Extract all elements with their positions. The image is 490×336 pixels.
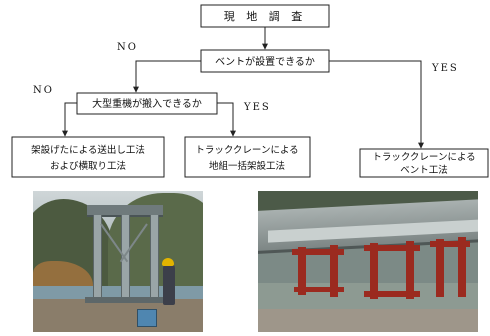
site-sign: [137, 309, 157, 327]
truck-crane-girder-erection-photo: [258, 191, 478, 332]
red-bent-beam: [364, 245, 420, 251]
node-method-bent-line2: ベント工法: [400, 164, 448, 176]
node-bent-box: [200, 49, 330, 73]
flowchart: 現 地 調 査 ベントが設置できるか 大型重機が搬入できるか 架設げたによる送出…: [11, 4, 489, 178]
red-bent-base: [294, 287, 344, 292]
node-machine-box: [76, 92, 218, 115]
photo-gravel: [258, 309, 478, 332]
node-bent-label: ベントが設置できるか: [215, 55, 315, 68]
red-bent-column: [458, 237, 466, 297]
photo-ground: [33, 299, 203, 332]
node-method-ground-line2: 地組一括架設工法: [209, 160, 285, 172]
node-survey-label: 現 地 調 査: [224, 9, 307, 23]
red-bent-base: [364, 291, 420, 297]
node-method-ground-line1: トラッククレーンによる: [195, 145, 298, 156]
red-bent-beam: [292, 249, 344, 255]
edge-bent-yes: [329, 60, 424, 149]
flow-edges: [62, 27, 424, 149]
edge-bent-no: [133, 60, 201, 93]
frame-column: [150, 215, 159, 299]
frame-base: [85, 297, 165, 303]
red-bent-column: [436, 239, 444, 297]
node-survey-box: [200, 4, 330, 28]
worker-helmet: [162, 258, 174, 266]
worker-figure: [163, 263, 175, 305]
node-method-launch-line2: および横取り工法: [50, 160, 126, 172]
node-method-bent-line1: トラッククレーンによる: [372, 152, 475, 163]
edge-machine-no: [62, 102, 77, 137]
node-method-launch-box: [11, 136, 165, 178]
steel-bent-construction-photo: [33, 191, 203, 332]
steel-bent-frame: [85, 205, 165, 305]
node-method-ground-box: [184, 136, 311, 178]
branch-machine-yes: YES: [243, 102, 271, 113]
red-bent-column: [298, 247, 306, 295]
node-method-bent-box: [359, 148, 489, 178]
red-bent-column: [406, 241, 414, 299]
red-bent-beam: [430, 241, 470, 247]
branch-bent-no: NO: [117, 42, 138, 53]
frame-column: [93, 215, 102, 299]
red-bent-column: [330, 245, 338, 297]
branch-machine-no: NO: [33, 85, 54, 96]
edge-machine-yes: [217, 102, 236, 137]
node-method-launch-line1: 架設げたによる送出し工法: [31, 144, 145, 156]
branch-bent-yes: YES: [431, 63, 459, 74]
node-machine-label: 大型重機が搬入できるか: [92, 97, 202, 110]
red-bent-column: [370, 243, 378, 299]
